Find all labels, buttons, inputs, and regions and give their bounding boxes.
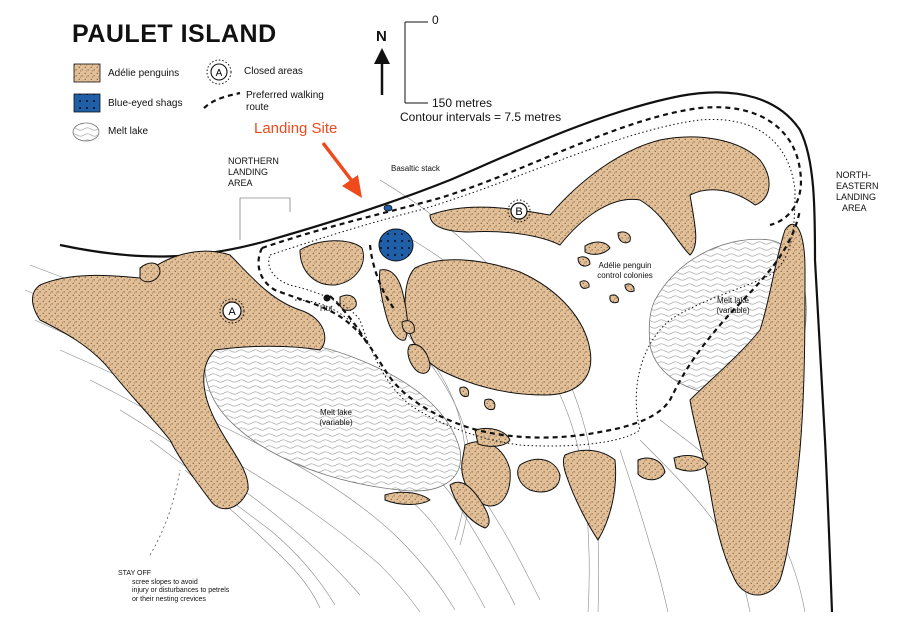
legend-route-label: Preferred walking route (246, 90, 324, 113)
legend-closed-swatch (210, 63, 228, 81)
legend-adelie-swatch (73, 63, 101, 83)
stay-off-leader (149, 469, 181, 556)
legend-closed-label: Closed areas (244, 66, 303, 77)
closed-area-markers (219, 199, 531, 324)
basaltic-stack-label: Basaltic stack (391, 164, 440, 173)
legend-melt-lake-swatch (72, 122, 100, 142)
legend-closed-symbol: A (216, 68, 223, 79)
closed-area-a-label: A (228, 306, 236, 318)
legend-route-swatch (203, 91, 241, 109)
melt-lake-east-label: Melt lake (variable) (716, 296, 750, 315)
north-eastern-landing-area-label: NORTH- EASTERN LANDING AREA (836, 170, 879, 213)
legend-shags-swatch (73, 93, 101, 113)
legend-adelie-label: Adélie penguins (108, 68, 180, 79)
adelie-colonies (32, 136, 806, 596)
control-colonies-label: Adélie penguin control colonies (597, 261, 653, 280)
melt-lake-west (203, 339, 462, 492)
map-title: PAULET ISLAND (72, 20, 277, 48)
scale-length-label: 150 metres (432, 96, 493, 110)
colony-northern-ridge (429, 136, 770, 256)
closed-area-b-label: B (515, 206, 522, 218)
northern-landing-area-label: NORTHERN LANDING AREA (228, 156, 279, 188)
shag-colony (378, 228, 414, 262)
walking-route (257, 106, 803, 439)
colony-shore-small (299, 240, 364, 286)
scale-contour-label: Contour intervals = 7.5 metres (400, 110, 562, 124)
landing-site-label: Landing Site (254, 120, 338, 137)
legend-shags-label: Blue-eyed shags (108, 98, 183, 109)
stay-off-note: STAY OFF scree slopes to avoid injury or… (118, 570, 230, 603)
melt-lake-west-label: Melt lake (variable) (319, 408, 353, 427)
landing-arrow-icon (321, 141, 362, 198)
north-label: N (376, 28, 387, 45)
colony-central-large (404, 259, 592, 396)
coastline (59, 91, 834, 613)
scale-bar (404, 21, 428, 104)
hut-label: Hut (320, 304, 333, 313)
colony-strip (379, 269, 409, 341)
north-arrow-icon (374, 48, 390, 95)
northern-landing-leader (239, 197, 291, 240)
basaltic-stack-marker (383, 204, 393, 212)
hut-marker (323, 294, 331, 302)
legend-symbols (72, 59, 241, 142)
scale-zero-label: 0 (432, 13, 439, 27)
colony-east (689, 223, 806, 596)
colony-west (32, 250, 326, 510)
legend-melt-lake-label: Melt lake (108, 126, 149, 137)
